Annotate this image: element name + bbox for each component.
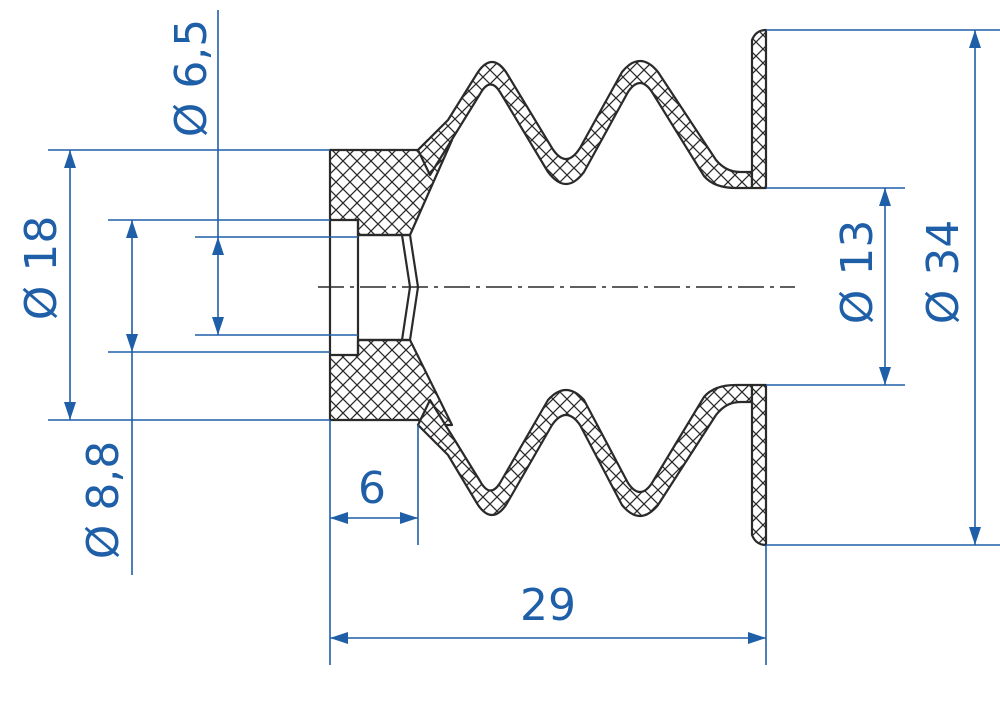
dimension-label-d18: Ø 18 — [16, 216, 67, 321]
dimension-label-d6-5: Ø 6,5 — [166, 19, 217, 138]
dimension-lines — [48, 10, 1000, 665]
dimension-label-length-29: 29 — [520, 580, 576, 631]
upper-bellows-wall — [416, 59, 754, 190]
lower-flange-section — [750, 383, 768, 547]
lower-bellows-wall — [416, 383, 754, 518]
dimension-label-length-6: 6 — [358, 463, 386, 514]
dimension-label-d34: Ø 34 — [918, 220, 969, 325]
part-section — [328, 28, 768, 547]
dimension-label-d8-8: Ø 8,8 — [78, 441, 129, 560]
dimension-label-d13: Ø 13 — [832, 220, 883, 325]
upper-flange-section — [750, 28, 768, 190]
